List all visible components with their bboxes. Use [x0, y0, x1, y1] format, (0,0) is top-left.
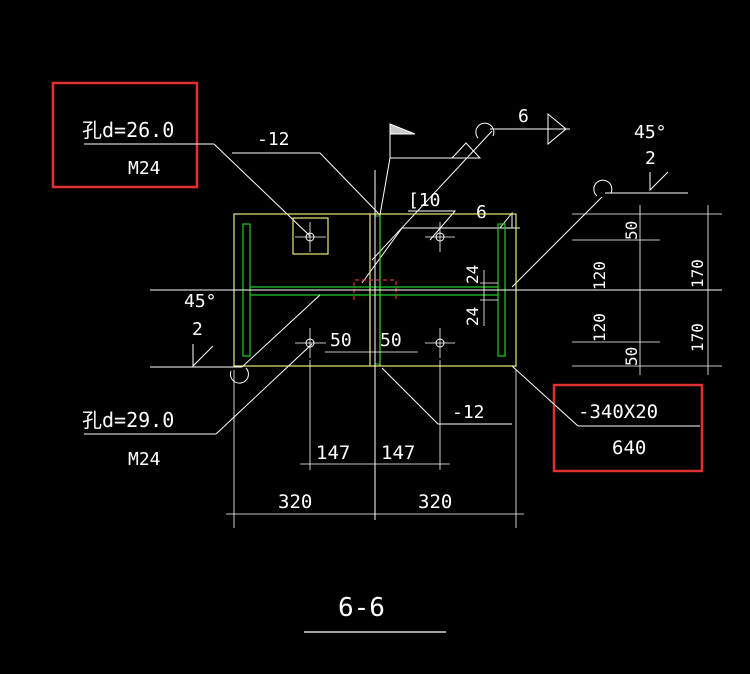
channel-label: [10	[408, 190, 441, 211]
dim-right-inner-2: 120	[590, 313, 609, 342]
weld-all-around-icon-top	[475, 122, 495, 139]
dim-right-inner-3: 50	[622, 347, 641, 366]
dim-bottom-outer-left: 320	[278, 491, 312, 513]
angle-left-leader	[241, 294, 321, 368]
weld-size-mid-label: 6	[476, 202, 487, 223]
plate-thickness-bottom-label: -12	[452, 402, 485, 423]
dim-bottom-chain	[226, 360, 524, 528]
plate-spec-label: -340X20	[578, 401, 658, 423]
dim-mid-left-label: 50	[330, 330, 352, 351]
plate-thickness-top-label: -12	[257, 129, 290, 150]
channel-leader	[408, 210, 457, 241]
weld-fillet-symbol-top-right	[547, 112, 567, 146]
highlight-box-plate-label	[552, 383, 704, 473]
hole-bottom-bolt-label: M24	[128, 449, 161, 470]
weld-top-right-leader	[371, 130, 493, 261]
angle-weld-symbol-left	[192, 344, 214, 368]
section-title: 6-6	[338, 593, 385, 623]
weld-mid-leader	[361, 227, 403, 284]
weld-all-around-icon-left	[229, 367, 249, 384]
hole-top-diameter-label: 孔d=26.0	[82, 118, 174, 142]
angle-weld-symbol-top-right	[649, 171, 669, 192]
dim-bottom-inner-right: 147	[381, 442, 415, 464]
hole-bottom-leader	[215, 343, 313, 435]
hole-top-bolt-label: M24	[128, 158, 161, 179]
plate-length-label: 640	[612, 437, 646, 459]
plate-spec-leader	[511, 365, 579, 427]
dim-bottom-outer-right: 320	[418, 491, 452, 513]
angle-top-right-count: 2	[645, 148, 656, 169]
washer-plate	[292, 217, 329, 255]
dim-bottom-inner-left: 147	[316, 442, 350, 464]
hole-top-leader	[213, 143, 311, 237]
dim-right-inner-0: 50	[622, 221, 641, 240]
angle-left-label: 45°	[184, 291, 217, 312]
plate-thickness-top-leader	[232, 152, 381, 216]
dim-mid-right-label: 50	[380, 330, 402, 351]
weld-size-top-right-label: 6	[518, 106, 529, 127]
bolt-hole-top-left	[295, 222, 326, 252]
angle-left-count: 2	[192, 319, 203, 340]
weld-top-leader	[379, 157, 391, 216]
dim-right-outer-0: 170	[688, 259, 707, 288]
angle-top-right-label: 45°	[634, 122, 667, 143]
weld-mid-symbol	[499, 211, 513, 229]
dim-right-inner-1: 120	[590, 261, 609, 290]
bolt-hole-bottom-left	[295, 328, 326, 358]
bolt-hole-top-right	[425, 222, 455, 252]
dim-right-chain	[572, 205, 722, 375]
highlight-box-hole-label	[51, 81, 199, 189]
angle-top-right-leader	[511, 196, 603, 288]
dim-right-outer-1: 170	[688, 323, 707, 352]
gap-24-upper-label: 24	[463, 265, 482, 284]
gap-24-lower-label: 24	[463, 307, 482, 326]
plate-thickness-bottom-leader	[381, 367, 512, 425]
field-weld-flag-icon	[389, 123, 416, 135]
hole-bottom-diameter-label: 孔d=29.0	[82, 408, 174, 432]
bolt-hole-bottom-right	[425, 328, 455, 358]
weld-all-around-icon-right	[593, 179, 613, 197]
weld-symbol-top	[390, 142, 482, 159]
